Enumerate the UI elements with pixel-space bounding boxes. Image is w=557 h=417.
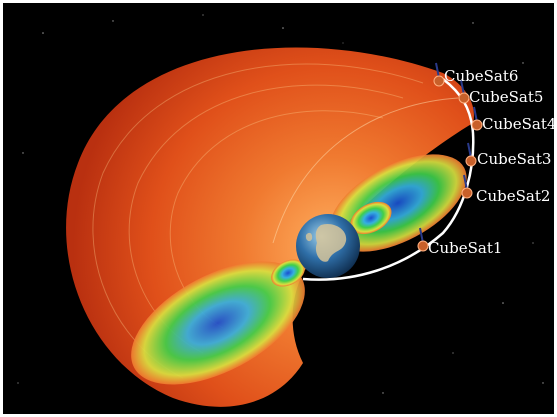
label-cubesat2: CubeSat2 (476, 187, 550, 205)
radiation-belt-scene: CubeSat6 CubeSat5 CubeSat4 CubeSat3 Cube… (17, 14, 554, 407)
label-cubesat5: CubeSat5 (469, 88, 543, 106)
cubesat-marker (465, 142, 477, 167)
cubesat-marker (461, 174, 473, 199)
label-cubesat3: CubeSat3 (477, 150, 551, 168)
trajectory-arc (272, 97, 459, 244)
cubesat-marker (471, 106, 483, 131)
inner-belt-lower-lobe (131, 261, 305, 385)
cubesat-orbit (302, 78, 475, 281)
starfield (17, 14, 544, 394)
satellite-markers (417, 62, 483, 252)
cubesat-marker (458, 79, 470, 104)
satellite-labels: CubeSat6 CubeSat5 CubeSat4 CubeSat3 Cube… (428, 67, 554, 257)
label-cubesat1: CubeSat1 (428, 239, 502, 257)
cubesat-marker (433, 62, 445, 87)
inner-belt-small-lobe-right (350, 201, 392, 235)
earth-continent (315, 223, 347, 262)
label-cubesat6: CubeSat6 (444, 67, 518, 85)
image-frame: CubeSat6 CubeSat5 CubeSat4 CubeSat3 Cube… (3, 3, 554, 414)
cubesat-marker (417, 227, 429, 252)
label-cubesat4: CubeSat4 (482, 115, 554, 133)
inner-belt-small-lobe-left (271, 259, 305, 287)
